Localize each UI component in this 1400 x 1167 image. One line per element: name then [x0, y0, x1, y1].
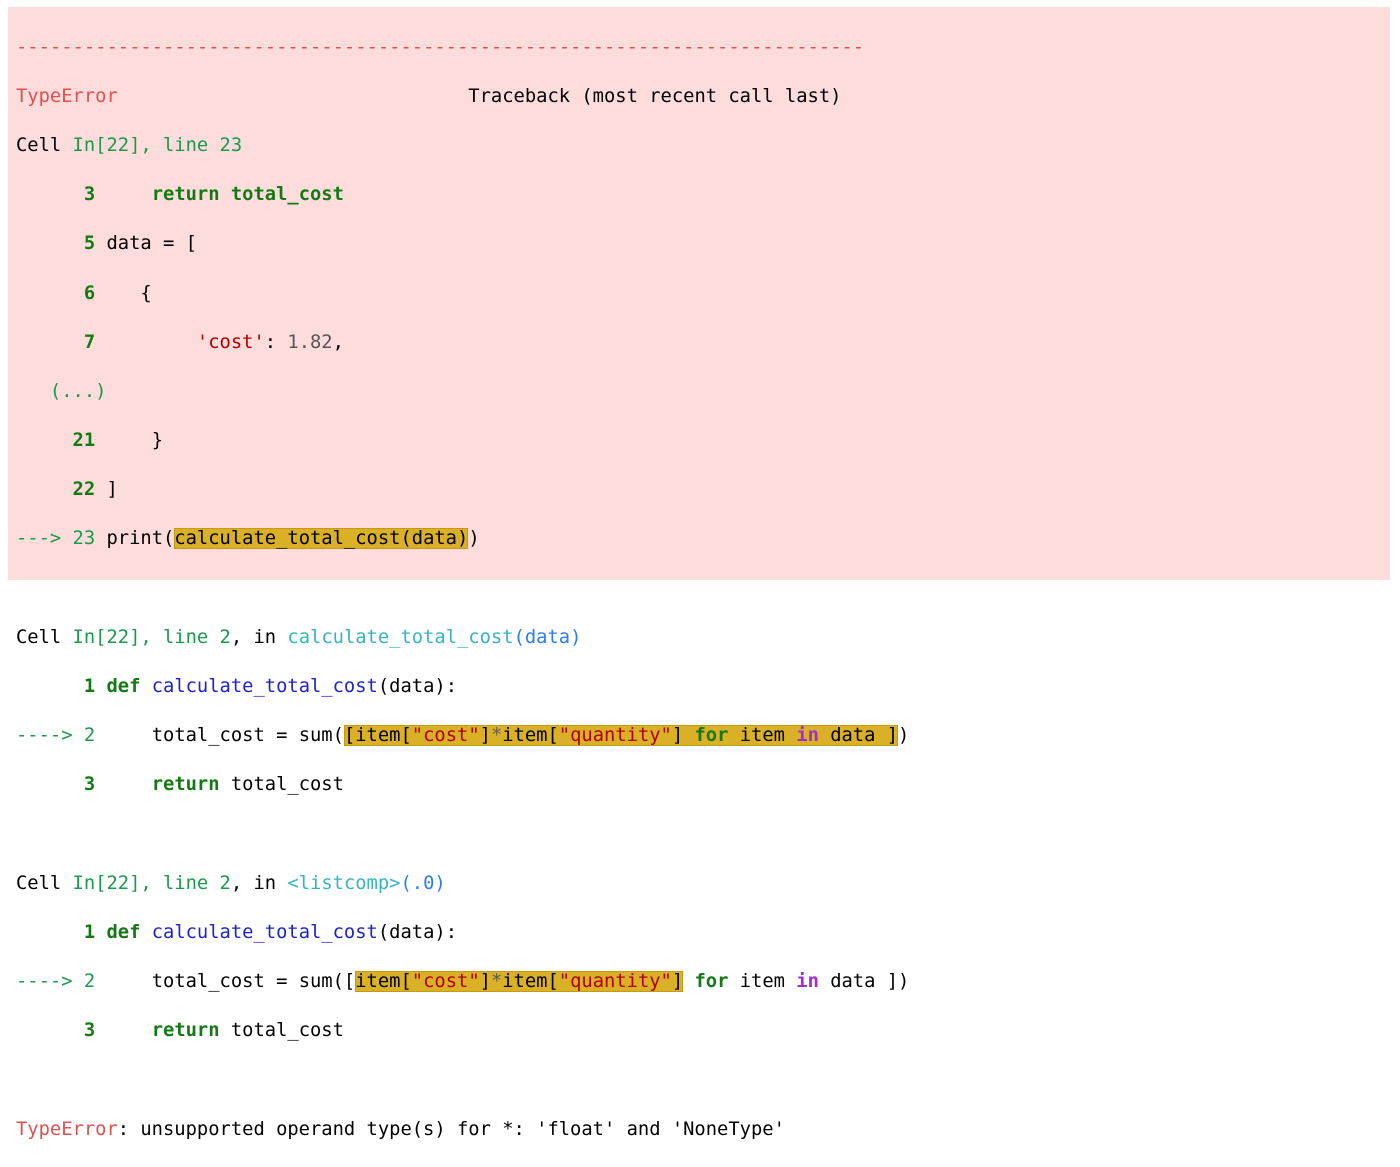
- code-line: 3 return total_cost: [83, 184, 344, 206]
- error-line: ----> 2 total_cost = sum([item["cost"]*i…: [16, 971, 910, 993]
- code-line: 1 def calculate_total_cost(data):: [83, 676, 458, 698]
- ellipsis-line: (...): [49, 380, 107, 402]
- traceback-header-label: Traceback (most recent call last): [468, 85, 842, 107]
- frame3-cell-ref[interactable]: In[22], line 2: [72, 872, 231, 894]
- frame3-function: <listcomp>: [287, 872, 401, 894]
- frame2-header: Cell In[22], line 2, in calculate_total_…: [16, 626, 582, 648]
- final-error-line: TypeError: unsupported operand type(s) f…: [16, 1118, 909, 1143]
- code-line: 7 'cost': 1.82,: [83, 331, 344, 353]
- final-error-message: : unsupported operand type(s) for *: 'fl…: [117, 1118, 785, 1140]
- error-line: ---> 23 print(calculate_total_cost(data)…: [16, 528, 480, 550]
- separator-line: ----------------------------------------…: [16, 36, 865, 58]
- error-type-label: TypeError: [16, 85, 118, 107]
- code-line: 21 }: [72, 430, 164, 452]
- arrow-marker: ----> 2: [16, 971, 107, 993]
- arrow-marker: ----> 2: [16, 725, 107, 747]
- code-line: 3 return total_cost: [83, 774, 344, 796]
- code-line: 5 data = [: [83, 233, 197, 255]
- highlight-span: item["cost"]*item["quantity"]: [355, 971, 684, 993]
- arrow-marker: ---> 23: [16, 528, 107, 550]
- frame1-cell-ref[interactable]: In[22], line 23: [72, 134, 243, 156]
- code-line: 6 {: [83, 282, 152, 304]
- traceback-text: ----------------------------------------…: [16, 11, 909, 1167]
- frame1-header: Cell In[22], line 23: [16, 134, 243, 156]
- error-output-panel: ----------------------------------------…: [8, 7, 1390, 1140]
- highlight-span: calculate_total_cost(data): [174, 528, 469, 550]
- error-line: ----> 2 total_cost = sum([item["cost"]*i…: [16, 725, 910, 747]
- highlight-span: [item["cost"]*item["quantity"] for item …: [343, 725, 899, 747]
- traceback-header: TypeError Traceback (most recent call la…: [16, 85, 909, 110]
- final-error-type: TypeError: [16, 1118, 118, 1140]
- frame2-cell-ref[interactable]: In[22], line 2: [72, 626, 231, 648]
- frame2-function: calculate_total_cost: [287, 626, 514, 648]
- frame3-header: Cell In[22], line 2, in <listcomp>(.0): [16, 872, 446, 894]
- code-line: 3 return total_cost: [83, 1020, 344, 1042]
- code-line: 1 def calculate_total_cost(data):: [83, 921, 458, 943]
- code-line: 22 ]: [72, 479, 118, 501]
